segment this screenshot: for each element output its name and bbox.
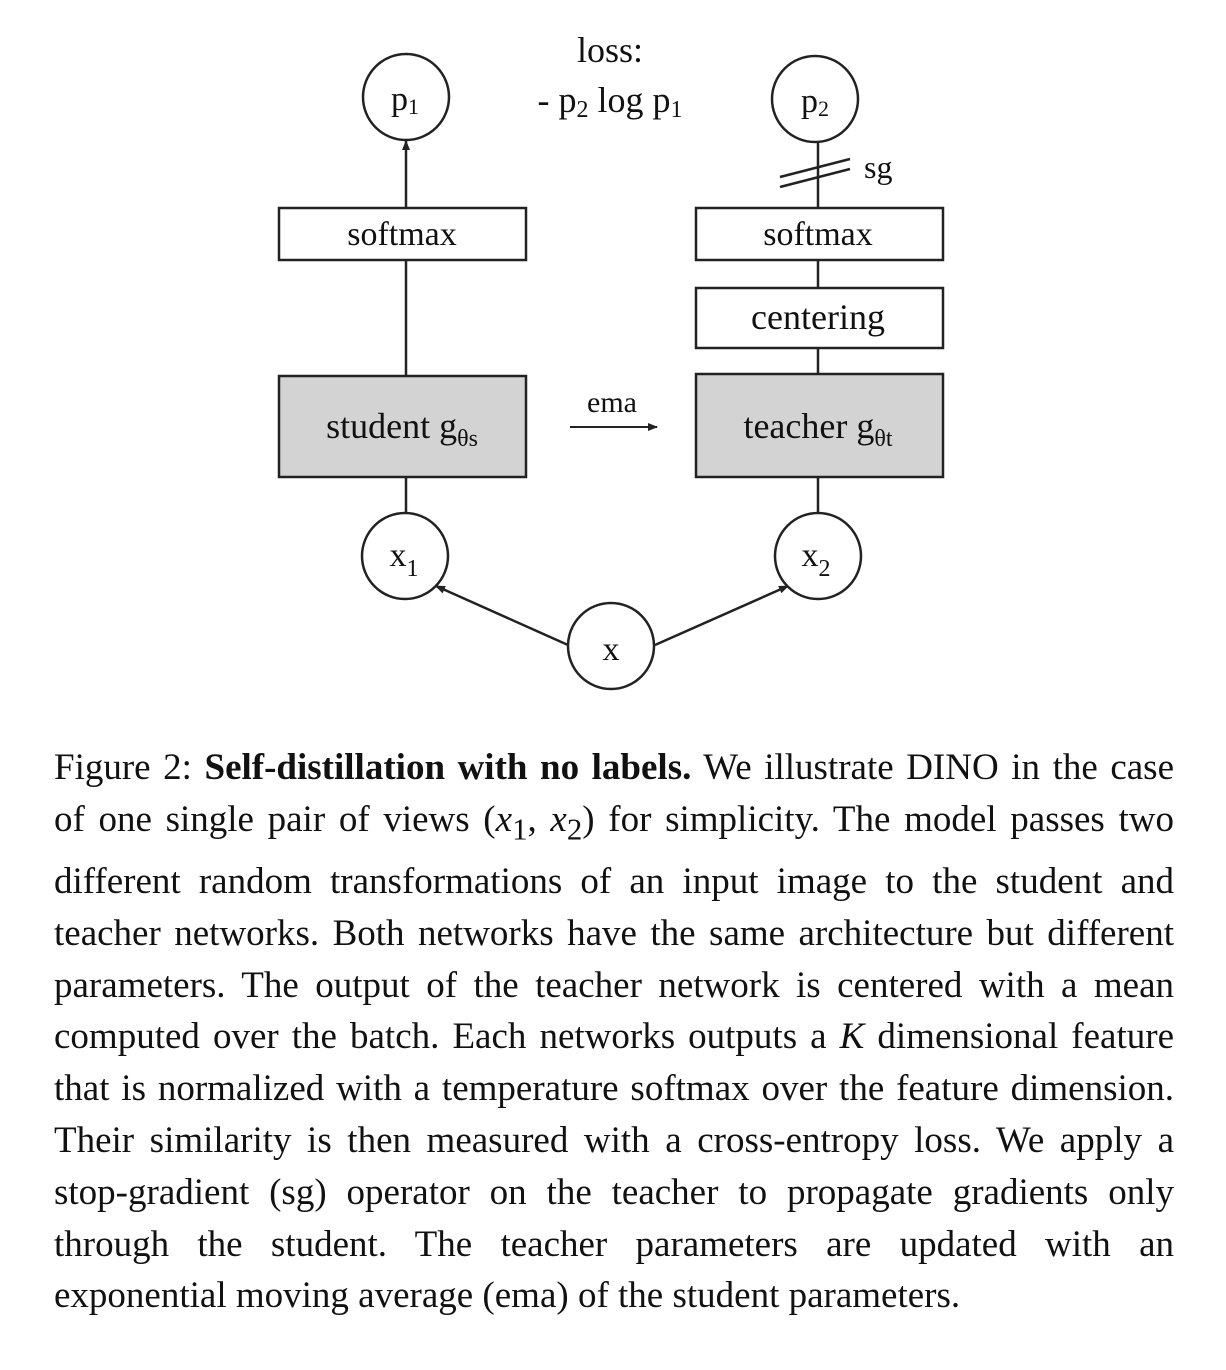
x-to-x1-arrow <box>435 584 569 647</box>
caption-x1: x <box>495 798 513 840</box>
x-input-node <box>566 601 656 691</box>
loss-title: loss: <box>577 30 643 70</box>
x1-label: x1 <box>390 537 419 582</box>
teacher-network-box <box>694 372 945 479</box>
caption-text-3: dimensional feature that is normalized w… <box>54 1016 1174 1317</box>
caption-x1-sub: 1 <box>512 812 528 847</box>
p2-label: p2 <box>801 83 829 121</box>
caption-x2-sub: 2 <box>566 812 583 847</box>
x1-node <box>360 511 450 601</box>
softmax-right-label: softmax <box>763 216 873 253</box>
caption-sep: , <box>527 798 551 840</box>
softmax-right-box <box>694 206 945 262</box>
stop-gradient-mark <box>779 157 851 189</box>
caption-title: Self-distillation with no labels. <box>204 747 692 788</box>
student-network-box <box>277 374 528 479</box>
caption-x2: x <box>550 798 567 840</box>
dino-diagram: p1 p2 loss: - p2 log p1 sg softmax softm… <box>277 30 945 691</box>
caption-label: Figure 2: <box>54 747 192 788</box>
x2-label: x2 <box>802 537 831 582</box>
p1-label: p1 <box>391 81 419 119</box>
x-to-x2-arrow <box>654 584 789 647</box>
x2-node <box>773 511 863 601</box>
sg-label: sg <box>864 149 892 185</box>
centering-box <box>694 286 945 350</box>
softmax-left-label: softmax <box>347 216 457 253</box>
caption-k: K <box>839 1016 865 1058</box>
figure-caption: Figure 2: Self-distillation with no labe… <box>54 742 1174 1322</box>
p1-node <box>361 52 451 142</box>
loss-formula: - p2 log p1 <box>537 80 682 123</box>
p2-node <box>770 54 860 144</box>
caption-text-2: ) for simplicity. The model passes two d… <box>54 798 1174 1058</box>
teacher-network-label: teacher gθt <box>743 406 892 452</box>
ema-label: ema <box>587 386 637 419</box>
centering-label: centering <box>751 297 885 337</box>
caption-text-1: We illustrate DINO in the case of one si… <box>54 747 1175 840</box>
x-input-label: x <box>603 631 620 668</box>
student-network-label: student gθs <box>326 406 478 452</box>
softmax-left-box <box>277 206 528 262</box>
